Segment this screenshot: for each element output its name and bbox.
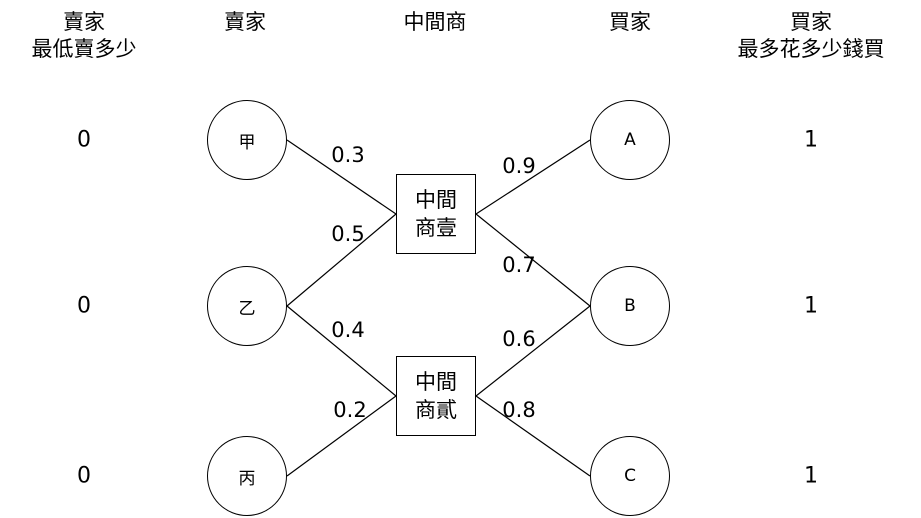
buyer-node-label: A	[624, 130, 636, 150]
seller-node-yi: 乙	[207, 266, 287, 346]
buyer-A-max-price: 1	[804, 127, 818, 153]
header-seller-min-line2: 最低賣多少	[31, 37, 137, 61]
edge-label-yi-m1: 0.5	[331, 222, 365, 246]
buyer-C-max-price: 1	[804, 463, 818, 489]
edge-label-m2-B: 0.6	[502, 327, 536, 351]
edge-label-m1-B: 0.7	[502, 253, 536, 277]
edge-yi-m2	[286, 305, 397, 397]
edge-label-jia-m1: 0.3	[331, 143, 365, 167]
edge-label-m2-C: 0.8	[502, 398, 536, 422]
buyer-node-A: A	[590, 100, 670, 180]
edge-m2-B	[475, 305, 591, 397]
middleman-box-2: 中間 商貳	[396, 356, 476, 436]
edge-label-m1-A: 0.9	[502, 154, 536, 178]
buyer-node-B: B	[590, 266, 670, 346]
edge-label-yi-m2: 0.4	[331, 318, 365, 342]
header-buyer-max: 買家 最多花多少錢買	[718, 9, 904, 63]
seller-bing-min-price: 0	[77, 463, 91, 489]
edge-yi-m1	[286, 213, 397, 307]
middleman-label-line1: 中間	[415, 188, 457, 212]
seller-yi-min-price: 0	[77, 293, 91, 319]
middleman-box-1: 中間 商壹	[396, 174, 476, 254]
header-sellers: 賣家	[224, 10, 266, 34]
edge-m1-A	[475, 139, 591, 215]
header-middlemen: 中間商	[403, 10, 467, 34]
middleman-label-line2: 商貳	[415, 398, 457, 422]
header-seller-min: 賣家 最低賣多少	[23, 9, 145, 63]
seller-node-label: 甲	[238, 132, 256, 153]
buyer-node-label: B	[624, 296, 636, 316]
seller-jia-min-price: 0	[77, 127, 91, 153]
middleman-label-line1: 中間	[415, 370, 457, 394]
edge-m2-C	[475, 395, 591, 477]
buyer-node-C: C	[590, 436, 670, 516]
buyer-B-max-price: 1	[804, 293, 818, 319]
header-buyer-max-line1: 買家	[790, 10, 832, 34]
header-seller-min-line1: 賣家	[63, 10, 105, 34]
seller-node-label: 丙	[238, 468, 256, 489]
buyer-node-label: C	[624, 466, 636, 486]
middleman-label-line2: 商壹	[415, 216, 457, 240]
seller-node-label: 乙	[238, 298, 256, 319]
seller-node-bing: 丙	[207, 436, 287, 516]
seller-node-jia: 甲	[207, 100, 287, 180]
header-buyer-max-line2: 最多花多少錢買	[737, 37, 885, 61]
header-buyers: 買家	[609, 10, 651, 34]
edge-jia-m1	[286, 139, 397, 215]
edge-label-bing-m2: 0.2	[333, 398, 367, 422]
edge-m1-B	[475, 213, 591, 307]
edge-bing-m2	[286, 395, 397, 477]
